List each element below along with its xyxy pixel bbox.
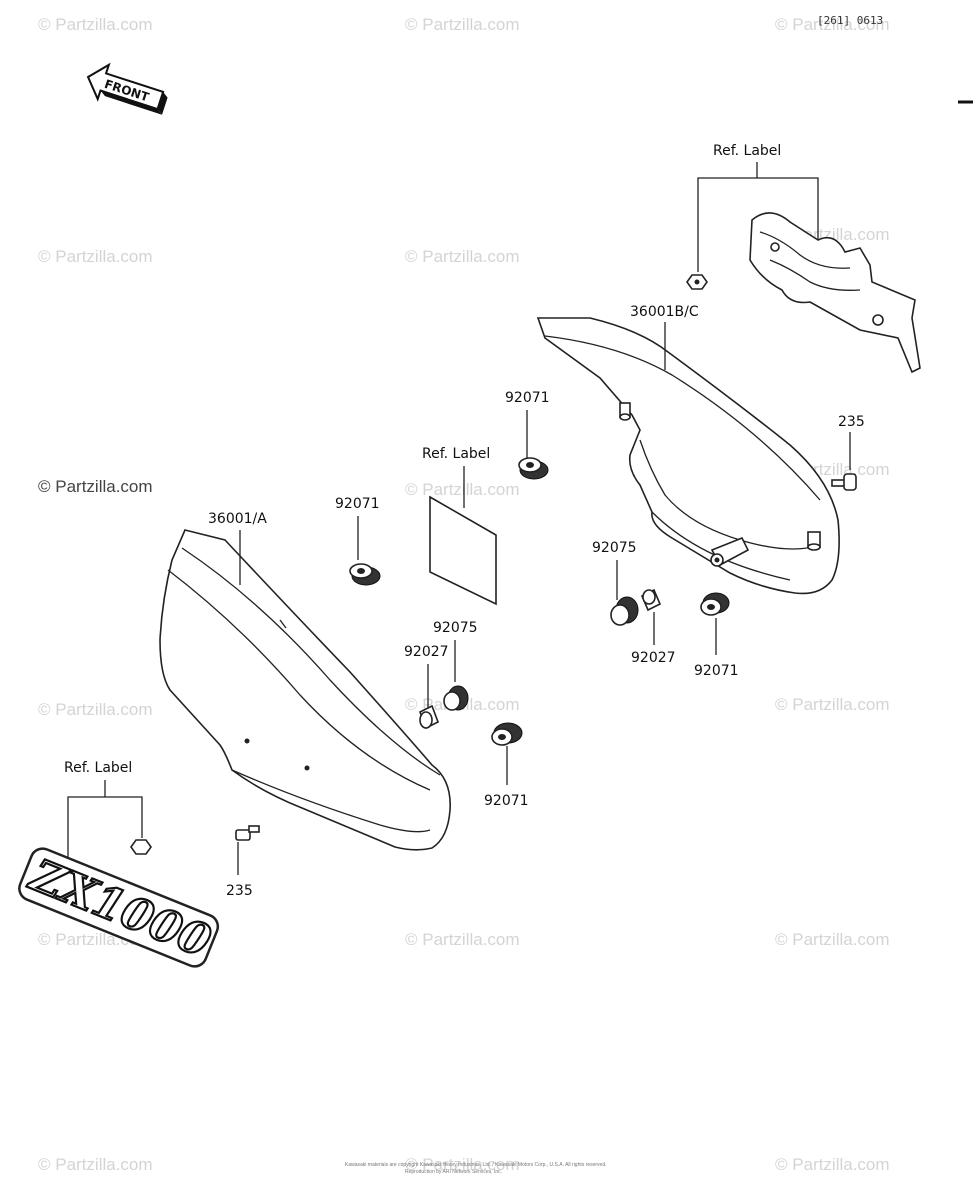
ref-label-center: Ref. Label xyxy=(422,446,490,462)
logo-emblem-left: ZX1000 xyxy=(18,847,219,969)
label-36001a: 36001/A xyxy=(208,511,267,527)
watermark: © Partzilla.com xyxy=(405,930,520,949)
front-arrow-icon: FRONT xyxy=(86,62,168,115)
watermark: © Partzilla.com xyxy=(405,15,520,34)
watermark: © Partzilla.com xyxy=(775,695,890,714)
footer-line2: Reproduction by ARI Network Services, In… xyxy=(405,1169,502,1175)
watermarks: © Partzilla.com © Partzilla.com © Partzi… xyxy=(38,15,890,1174)
watermark: © Partzilla.com xyxy=(38,15,153,34)
watermark: © Partzilla.com xyxy=(405,480,520,499)
ref-label-right: Ref. Label xyxy=(713,143,781,159)
ref-label-bracket-left xyxy=(67,796,143,862)
label-sticker xyxy=(429,495,497,606)
bolt-235-right xyxy=(831,473,857,491)
ref-label-bracket-right xyxy=(697,177,819,272)
collar-92027-a xyxy=(418,704,440,730)
grommet-92071-c xyxy=(491,722,523,746)
watermark: © Partzilla.com xyxy=(775,930,890,949)
watermark: © Partzilla.com xyxy=(38,1155,153,1174)
watermark: © Partzilla.com xyxy=(38,247,153,266)
ref-label-left: Ref. Label xyxy=(64,760,132,776)
footer-line1: Kawasaki materials are copyright Kawasak… xyxy=(345,1162,607,1168)
label-235-left: 235 xyxy=(226,883,253,899)
label-92075-a: 92075 xyxy=(433,620,478,636)
watermark-dark: © Partzilla.com xyxy=(38,477,153,496)
label-92075-b: 92075 xyxy=(592,540,637,556)
watermark: © Partzilla.com xyxy=(775,15,890,34)
grommet-92071-b xyxy=(349,563,381,586)
grommet-92075-b xyxy=(610,596,639,626)
bolt-235-left xyxy=(235,825,260,841)
label-36001bc: 36001B/C xyxy=(630,304,699,320)
label-92071-a: 92071 xyxy=(505,390,550,406)
side-cover-left xyxy=(159,529,451,851)
label-92027-a: 92027 xyxy=(404,644,449,660)
label-92071-c: 92071 xyxy=(484,793,529,809)
grommet-92071-a xyxy=(518,457,549,480)
logo-label-right xyxy=(749,212,921,374)
watermark: © Partzilla.com xyxy=(405,1155,520,1174)
label-92071-d: 92071 xyxy=(694,663,739,679)
side-cover-right xyxy=(536,317,840,595)
watermark: © Partzilla.com xyxy=(38,700,153,719)
drawing-code: [261] 0613 xyxy=(817,14,883,27)
label-92071-b: 92071 xyxy=(335,496,380,512)
grommet-92071-d xyxy=(700,592,730,616)
nut-left xyxy=(130,839,152,855)
label-235-right: 235 xyxy=(838,414,865,430)
label-92027-b: 92027 xyxy=(631,650,676,666)
collar-92027-b xyxy=(640,588,662,612)
grommet-92075-a xyxy=(443,685,469,711)
watermark: © Partzilla.com xyxy=(775,1155,890,1174)
watermark: © Partzilla.com xyxy=(405,247,520,266)
